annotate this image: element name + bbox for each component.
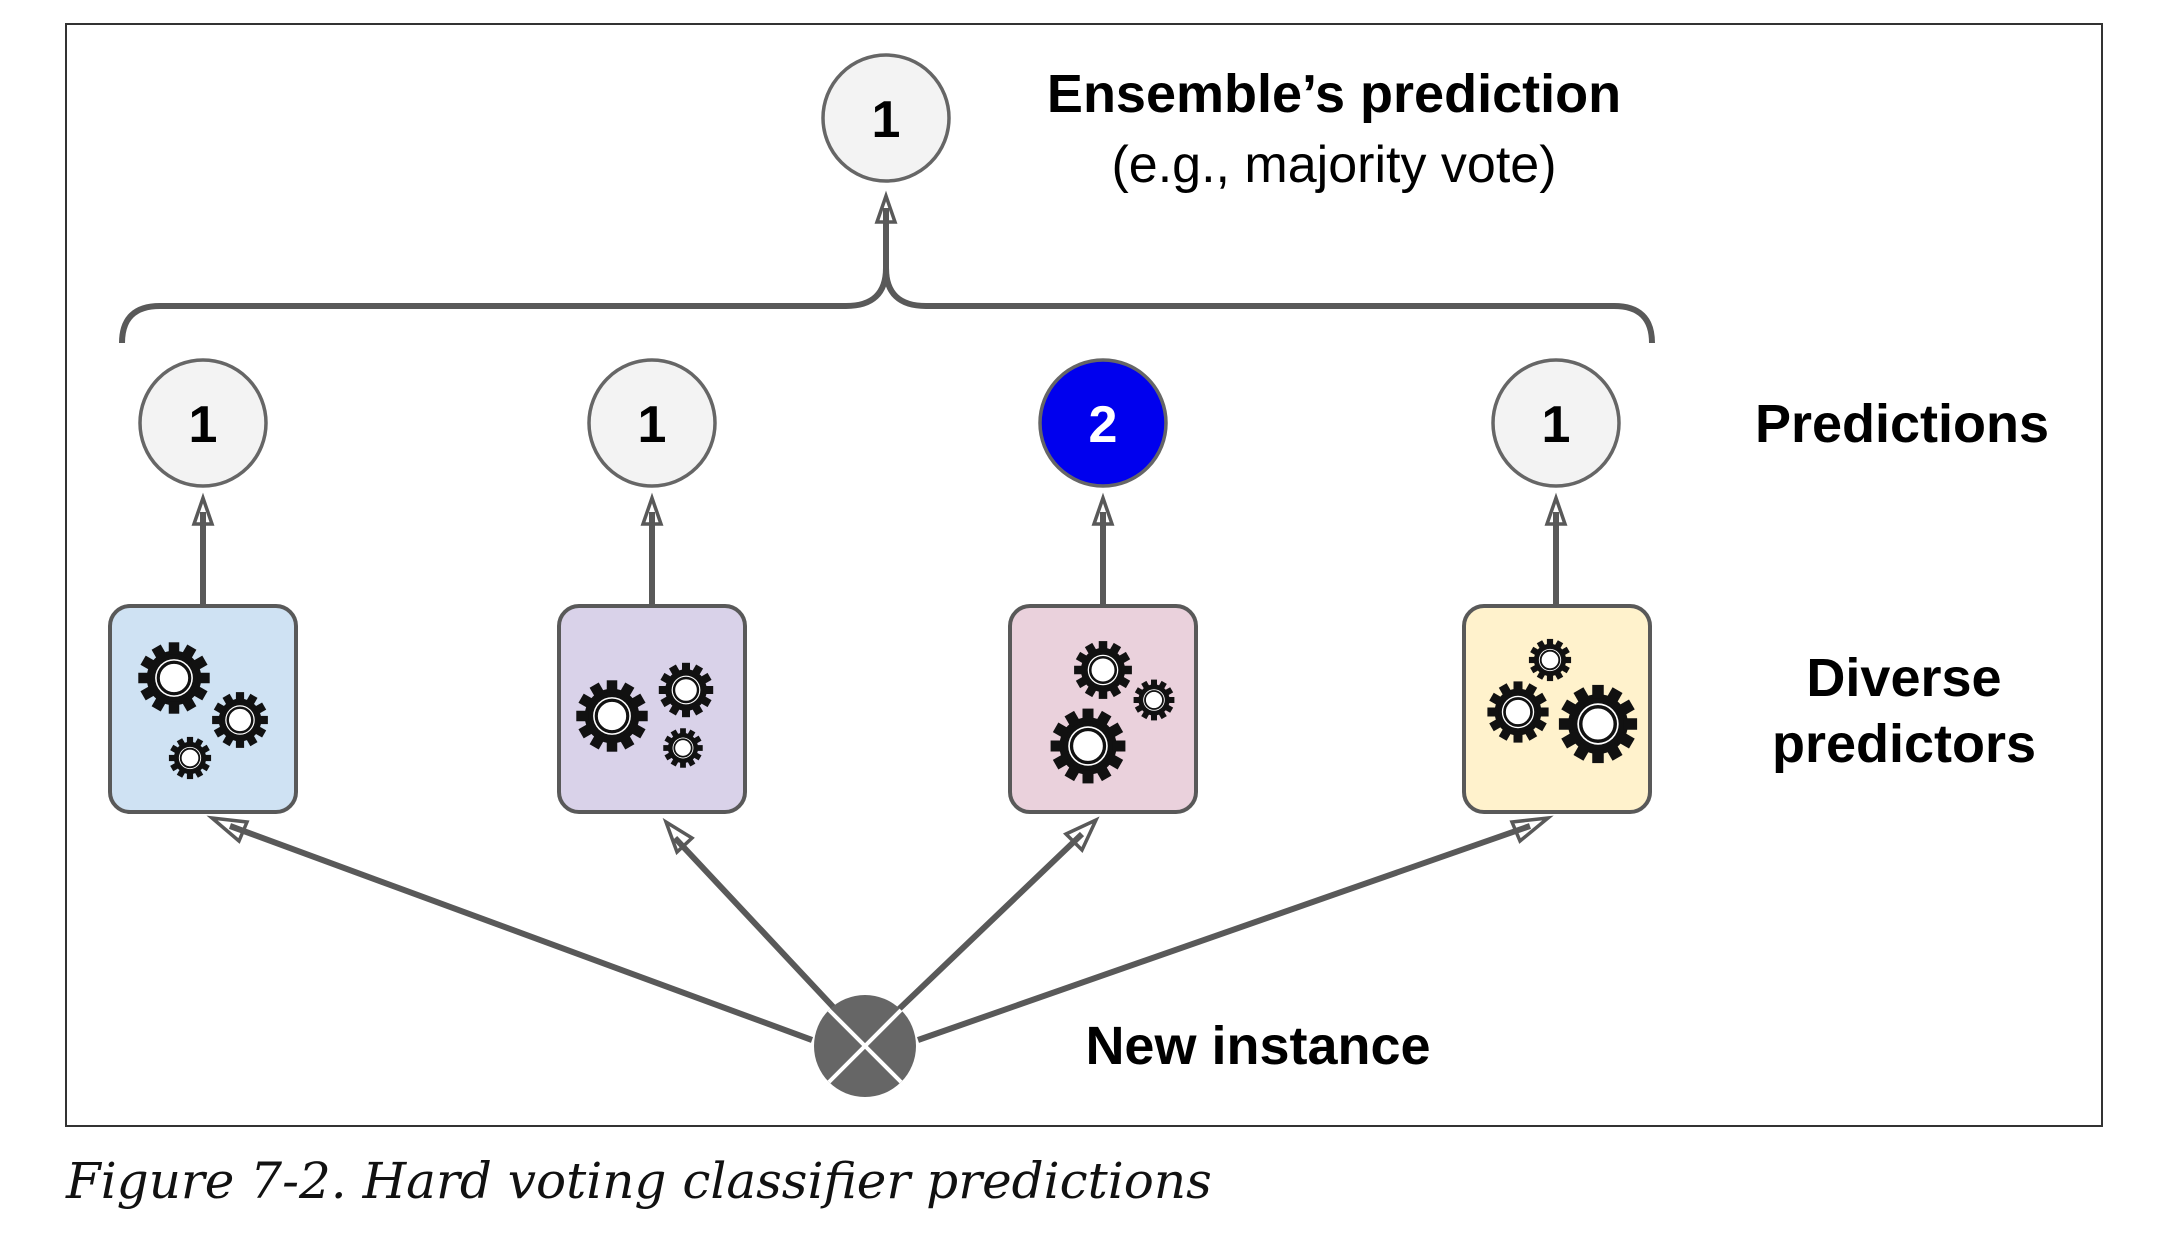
instance-arrow-head [662, 817, 695, 856]
predictor-box-3 [1008, 604, 1198, 814]
ensemble-title: Ensemble’s prediction [1047, 64, 1621, 124]
instance-arrow-line [895, 831, 1085, 1013]
diverse-predictors-label-line2: predictors [1772, 714, 2036, 774]
instance-arrow-head [1509, 815, 1554, 844]
figure-frame [65, 23, 2103, 1127]
prediction-arrow-head [1091, 492, 1115, 526]
prediction-node: 2 [1038, 358, 1168, 488]
prediction-node: 1 [138, 358, 268, 488]
prediction-value: 1 [638, 396, 667, 454]
diverse-predictors-label-line1: Diverse [1806, 648, 2001, 708]
ensemble-prediction-circle [821, 53, 951, 183]
prediction-arrow-head [640, 492, 664, 526]
prediction-circle [587, 358, 717, 488]
predictor-box-4 [1462, 604, 1652, 814]
new-instance-label: New instance [1085, 1016, 1430, 1076]
new-instance-node [814, 995, 916, 1097]
predictor-box-background [557, 604, 747, 814]
prediction-value: 1 [189, 396, 218, 454]
prediction-node: 1 [1491, 358, 1621, 488]
instance-arrow-head [206, 815, 250, 844]
prediction-arrow-head [1544, 492, 1568, 526]
figure-caption: Figure 7-2. Hard voting classifier predi… [65, 1152, 1212, 1210]
prediction-circle [1491, 358, 1621, 488]
predictor-box-2 [557, 604, 747, 814]
instance-to-predictor-arrows [206, 815, 1554, 1043]
predictor-box-background [108, 604, 298, 814]
predictor-box-1 [108, 604, 298, 814]
prediction-value: 1 [1542, 396, 1571, 454]
ensemble-arrow-head [874, 190, 898, 224]
prediction-value: 2 [1089, 396, 1118, 454]
prediction-circle [138, 358, 268, 488]
predictions-label: Predictions [1755, 394, 2049, 454]
ensemble-subtitle: (e.g., majority vote) [1111, 136, 1556, 194]
predictor-to-prediction-arrows [191, 492, 1568, 604]
instance-arrow-line [672, 835, 839, 1013]
instance-arrow-line [917, 823, 1531, 1043]
ensemble-prediction-value: 1 [872, 91, 901, 149]
vote-brace [119, 267, 1655, 344]
prediction-arrow-head [191, 492, 215, 526]
ensemble-prediction-node: 1 [821, 53, 951, 183]
prediction-circle [1038, 358, 1168, 488]
instance-arrow-head [1062, 816, 1100, 854]
instance-arrow-line [228, 823, 814, 1043]
prediction-node: 1 [587, 358, 717, 488]
